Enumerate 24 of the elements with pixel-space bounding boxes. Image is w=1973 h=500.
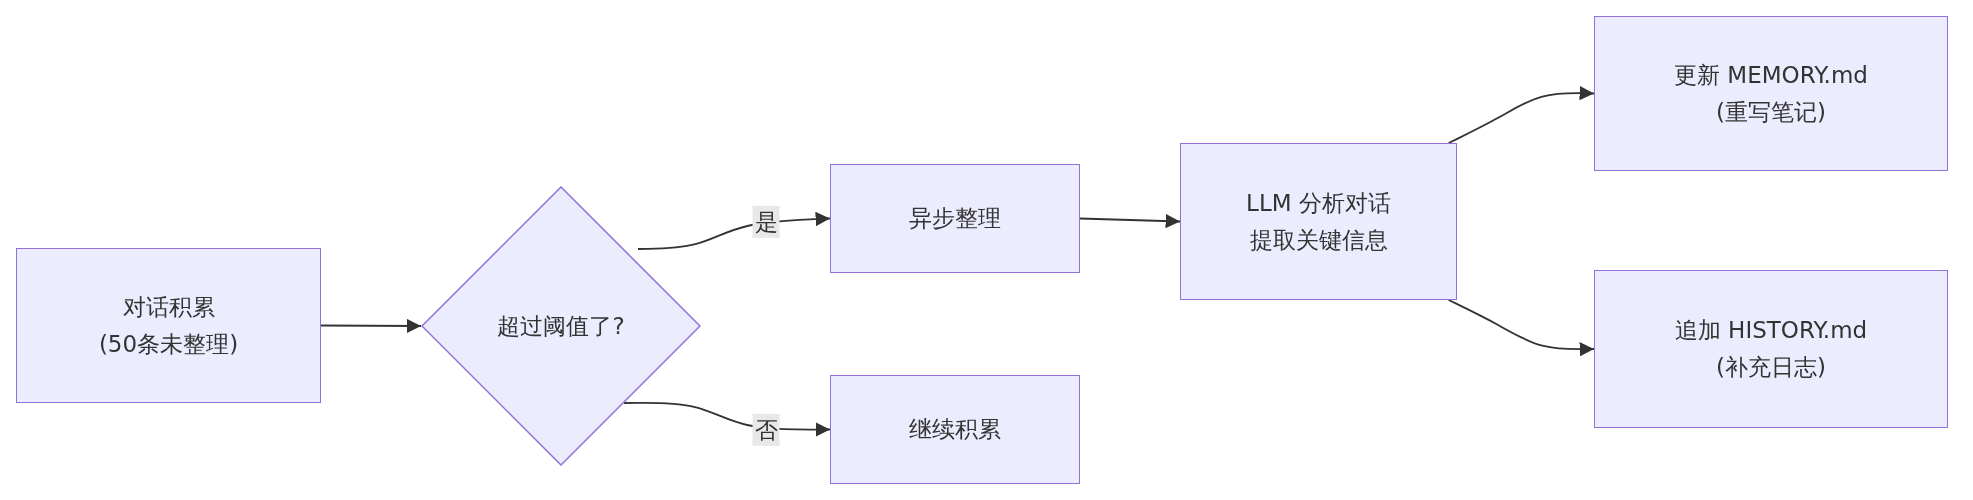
node-text: LLM 分析对话 (1246, 188, 1391, 218)
process-box (830, 375, 1080, 484)
decision-diamond (421, 186, 701, 466)
node-text: 对话积累 (122, 292, 215, 322)
edge-label: 否 (752, 413, 780, 447)
process-box (1180, 143, 1457, 300)
process-box (830, 164, 1080, 273)
edge-label: 是 (752, 205, 780, 239)
node-text: 继续积累 (909, 415, 1001, 445)
node-text: 超过阈值了? (497, 311, 625, 341)
process-box (1594, 16, 1948, 171)
process-box (1594, 270, 1948, 428)
node-text: 异步整理 (909, 204, 1001, 234)
node-text: 更新 MEMORY.md (1674, 60, 1868, 90)
node-text: (重写笔记) (1716, 97, 1826, 127)
node-text: 追加 HISTORY.md (1674, 316, 1868, 346)
node-text: (50条未整理) (98, 329, 239, 359)
node-text: 提取关键信息 (1249, 225, 1388, 255)
process-box (16, 248, 321, 403)
arrow (1079, 213, 1181, 229)
arrow (1447, 299, 1595, 357)
arrow (1447, 85, 1595, 144)
node-text: (补充日志) (1716, 353, 1826, 382)
arrow (320, 318, 422, 334)
